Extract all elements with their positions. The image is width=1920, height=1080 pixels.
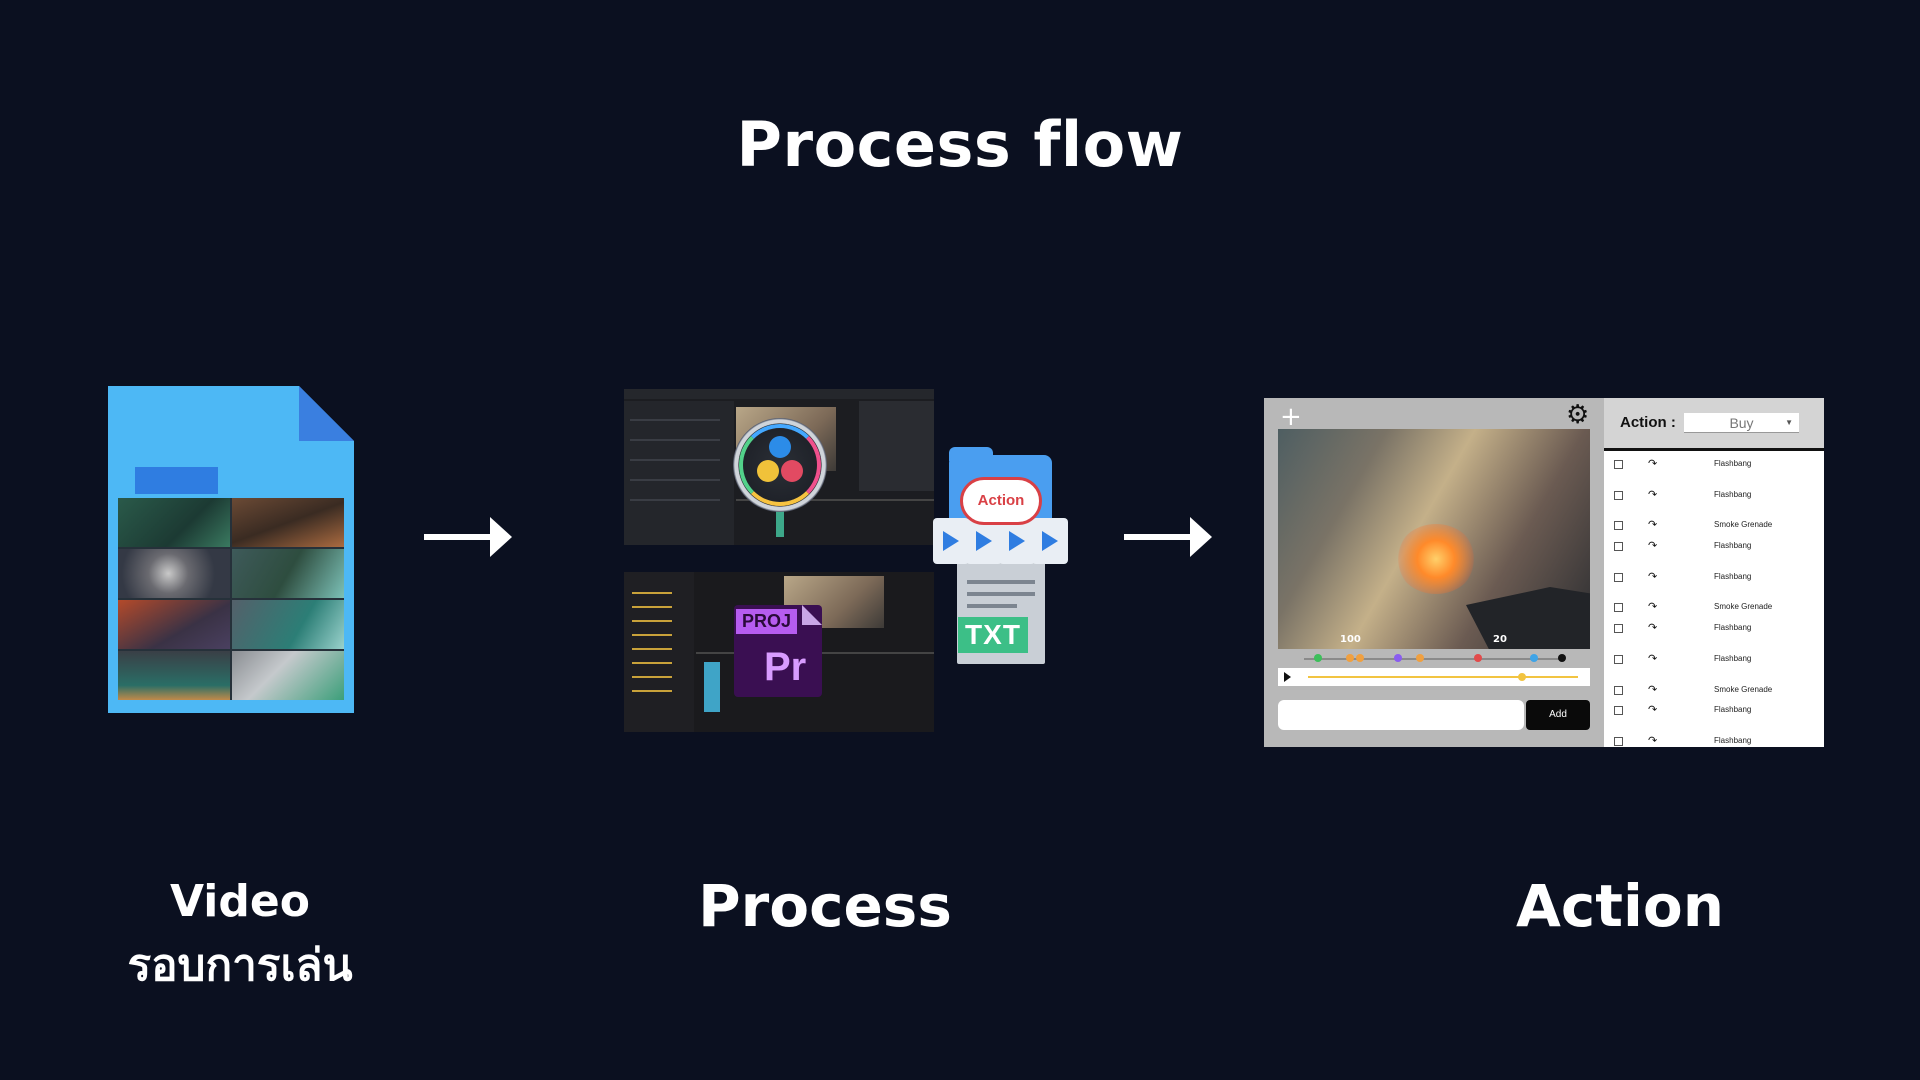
event-marker[interactable] xyxy=(1314,654,1322,662)
action-badge: Action xyxy=(960,477,1042,525)
video-step-label: Video รอบการเล่น xyxy=(100,870,380,998)
row-checkbox[interactable] xyxy=(1614,521,1623,530)
redo-icon[interactable]: ↷ xyxy=(1648,488,1658,501)
row-label: Smoke Grenade xyxy=(1714,520,1773,529)
chevron-down-icon: ▼ xyxy=(1785,418,1793,427)
file-tab xyxy=(135,467,218,494)
play-icon[interactable] xyxy=(1284,672,1291,682)
redo-icon[interactable]: ↷ xyxy=(1648,621,1658,634)
redo-icon[interactable]: ↷ xyxy=(1648,734,1658,747)
row-label: Flashbang xyxy=(1714,541,1752,550)
row-label: Flashbang xyxy=(1714,654,1752,663)
event-marker[interactable] xyxy=(1356,654,1364,662)
list-item[interactable]: ↷ Flashbang xyxy=(1604,733,1824,747)
gameplay-thumbnail xyxy=(118,549,230,598)
row-label: Flashbang xyxy=(1714,736,1752,745)
list-item[interactable]: ↷ Flashbang xyxy=(1604,651,1824,669)
txt-tag: TXT xyxy=(958,617,1028,653)
row-label: Smoke Grenade xyxy=(1714,685,1773,694)
video-panel: + ⚙ 100 20 Add xyxy=(1264,398,1604,747)
redo-icon[interactable]: ↷ xyxy=(1648,652,1658,665)
redo-icon[interactable]: ↷ xyxy=(1648,570,1658,583)
arrow-right-icon xyxy=(424,517,512,557)
action-select-value: Buy xyxy=(1729,415,1754,431)
action-select[interactable]: Buy ▼ xyxy=(1684,413,1799,433)
proj-tag: PROJ xyxy=(736,609,798,634)
event-marker[interactable] xyxy=(1558,654,1566,662)
gameplay-thumbnail xyxy=(232,549,344,598)
premiere-pro-screenshot xyxy=(624,572,934,732)
list-item[interactable]: ↷ Smoke Grenade xyxy=(1604,682,1824,700)
video-label-line2: รอบการเล่น xyxy=(127,940,353,991)
gameplay-thumbnail xyxy=(232,651,344,700)
list-item[interactable]: ↷ Flashbang xyxy=(1604,456,1824,474)
row-checkbox[interactable] xyxy=(1614,624,1623,633)
video-label-line1: Video xyxy=(170,876,310,927)
event-marker[interactable] xyxy=(1416,654,1424,662)
gameplay-thumbnail xyxy=(232,498,344,547)
row-label: Flashbang xyxy=(1714,459,1752,468)
list-item[interactable]: ↷ Flashbang xyxy=(1604,620,1824,638)
row-checkbox[interactable] xyxy=(1614,573,1623,582)
list-item[interactable]: ↷ Smoke Grenade xyxy=(1604,517,1824,535)
row-checkbox[interactable] xyxy=(1614,460,1623,469)
davinci-resolve-logo xyxy=(733,418,827,512)
file-fold xyxy=(299,386,354,441)
gameplay-thumbnail xyxy=(118,651,230,700)
gameplay-video[interactable]: 100 20 xyxy=(1278,429,1590,649)
action-list: ↷ Flashbang ↷ Flashbang ↷ Smoke Grenade ↷ Flash… xyxy=(1604,456,1824,747)
row-checkbox[interactable] xyxy=(1614,737,1623,746)
plus-icon[interactable]: + xyxy=(1280,402,1302,432)
redo-icon[interactable]: ↷ xyxy=(1648,703,1658,716)
row-label: Flashbang xyxy=(1714,490,1752,499)
gameplay-thumbnail-grid xyxy=(118,498,344,700)
add-button[interactable]: Add xyxy=(1526,700,1590,730)
event-marker[interactable] xyxy=(1474,654,1482,662)
row-checkbox[interactable] xyxy=(1614,603,1623,612)
list-item[interactable]: ↷ Flashbang xyxy=(1604,538,1824,556)
header-divider xyxy=(1604,448,1824,451)
row-checkbox[interactable] xyxy=(1614,491,1623,500)
row-label: Flashbang xyxy=(1714,623,1752,632)
row-label: Smoke Grenade xyxy=(1714,602,1773,611)
row-label: Flashbang xyxy=(1714,572,1752,581)
progress-handle[interactable] xyxy=(1518,673,1526,681)
list-item[interactable]: ↷ Flashbang xyxy=(1604,569,1824,587)
list-item[interactable]: ↷ Flashbang xyxy=(1604,702,1824,720)
event-marker-line xyxy=(1304,658,1564,660)
row-checkbox[interactable] xyxy=(1614,655,1623,664)
event-marker[interactable] xyxy=(1346,654,1354,662)
event-marker[interactable] xyxy=(1394,654,1402,662)
row-checkbox[interactable] xyxy=(1614,686,1623,695)
gear-icon[interactable]: ⚙ xyxy=(1566,400,1590,430)
row-label: Flashbang xyxy=(1714,705,1752,714)
hud-ammo: 20 xyxy=(1493,634,1507,645)
gameplay-thumbnail xyxy=(118,498,230,547)
process-step-label: Process xyxy=(698,872,952,940)
premiere-logo-text: Pr xyxy=(764,645,807,689)
media-files-strip xyxy=(933,518,1069,566)
row-checkbox[interactable] xyxy=(1614,542,1623,551)
action-app-mockup: + ⚙ 100 20 Add Action : Buy ▼ ↷Fl xyxy=(1264,398,1824,747)
redo-icon[interactable]: ↷ xyxy=(1648,683,1658,696)
row-checkbox[interactable] xyxy=(1614,706,1623,715)
action-step-label: Action xyxy=(1515,872,1724,940)
gameplay-thumbnail xyxy=(232,600,344,649)
list-item[interactable]: ↷ Flashbang xyxy=(1604,487,1824,505)
action-label: Action : xyxy=(1620,414,1676,431)
redo-icon[interactable]: ↷ xyxy=(1648,457,1658,470)
page-title: Process flow xyxy=(736,108,1184,181)
hud-health: 100 xyxy=(1340,634,1361,645)
progress-track[interactable] xyxy=(1308,676,1578,678)
redo-icon[interactable]: ↷ xyxy=(1648,518,1658,531)
video-player-bar xyxy=(1278,668,1590,686)
list-item[interactable]: ↷ Smoke Grenade xyxy=(1604,599,1824,617)
arrow-right-icon xyxy=(1124,517,1212,557)
action-header: Action : Buy ▼ xyxy=(1604,398,1824,448)
redo-icon[interactable]: ↷ xyxy=(1648,539,1658,552)
redo-icon[interactable]: ↷ xyxy=(1648,600,1658,613)
action-text-input[interactable] xyxy=(1278,700,1524,730)
gameplay-thumbnail xyxy=(118,600,230,649)
event-marker[interactable] xyxy=(1530,654,1538,662)
